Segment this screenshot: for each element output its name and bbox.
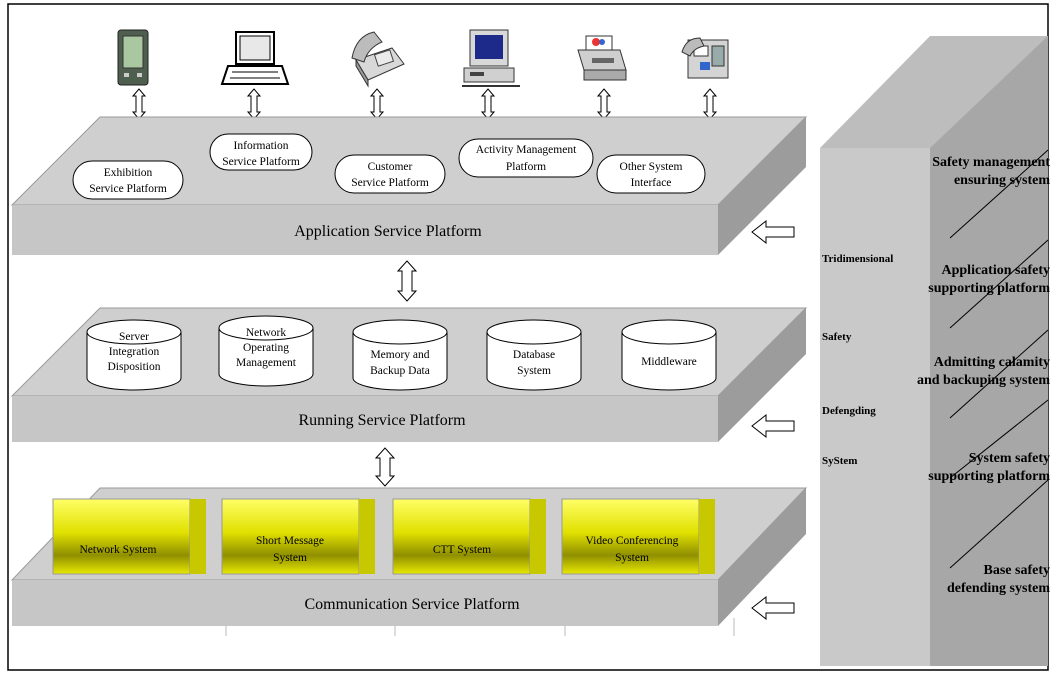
svg-text:Service Platform: Service Platform	[222, 156, 300, 168]
safety-layer-label: defending system	[947, 581, 1050, 596]
pda-icon	[117, 29, 149, 86]
application-platform-title: Application Service Platform	[294, 223, 482, 240]
wall-divider-line	[949, 149, 1049, 239]
svg-text:Customer: Customer	[368, 161, 413, 173]
safety-layer-label: ensuring system	[954, 173, 1050, 188]
service-bubble: Customer Service Platform	[334, 154, 446, 194]
svg-text:Database: Database	[513, 349, 555, 361]
svg-text:Disposition: Disposition	[107, 361, 160, 373]
svg-text:CTT System: CTT System	[433, 544, 491, 556]
svg-text:Memory and: Memory and	[370, 349, 429, 361]
wall-divider-line	[949, 239, 1049, 329]
system-box: Network System	[52, 498, 206, 575]
device-connector-arrows	[131, 88, 718, 120]
safety-layer-label: Application safety	[942, 263, 1051, 278]
svg-text:Network: Network	[246, 327, 286, 339]
database-cylinder: Server Integration Disposition	[86, 319, 182, 391]
telephone-icon	[351, 31, 405, 88]
svg-text:Video Conferencing: Video Conferencing	[586, 535, 679, 547]
running-platform-title: Running Service Platform	[298, 412, 466, 429]
svg-text:Service Platform: Service Platform	[89, 183, 167, 195]
svg-text:Short Message: Short Message	[256, 535, 324, 547]
svg-text:Interface: Interface	[631, 177, 672, 189]
safety-wall: Tridimensional Safety Defengding SyStem …	[820, 36, 1050, 666]
wall-divider-line	[949, 479, 1049, 569]
svg-text:System: System	[615, 552, 649, 564]
safety-layer-label: Base safety	[984, 563, 1051, 578]
service-bubble: Other System Interface	[596, 154, 706, 194]
svg-text:Integration: Integration	[109, 346, 160, 358]
wall-side-label: Defengding	[822, 405, 876, 417]
wall-divider-line	[949, 329, 1049, 419]
desktop-computer-icon	[462, 29, 520, 87]
svg-text:Middleware: Middleware	[641, 356, 697, 368]
communication-service-platform: Communication Service Platform Network S…	[10, 487, 808, 636]
running-service-platform: Running Service Platform Server Integrat…	[10, 307, 808, 442]
svg-text:Backup Data: Backup Data	[370, 365, 430, 377]
laptop-icon	[220, 31, 290, 85]
safety-layer-label: Safety management	[932, 155, 1050, 170]
wall-to-platform-arrow	[751, 595, 795, 621]
database-cylinder: Network Operating Management	[218, 315, 314, 387]
svg-text:Server: Server	[119, 331, 149, 343]
fax-machine-icon	[681, 37, 729, 79]
svg-text:Information: Information	[234, 140, 289, 152]
svg-text:System: System	[273, 552, 307, 564]
platform-link-arrow	[396, 260, 418, 302]
svg-text:Management: Management	[236, 357, 297, 369]
wall-divider-line	[949, 399, 1049, 479]
svg-text:Platform: Platform	[506, 161, 546, 173]
safety-layer-label: supporting platform	[928, 469, 1050, 484]
database-cylinder: Database System	[486, 319, 582, 391]
wall-to-platform-arrow	[751, 413, 795, 439]
svg-text:Operating: Operating	[243, 342, 289, 354]
wall-front-face	[820, 148, 930, 666]
wall-to-platform-arrow	[751, 219, 795, 245]
wall-side-label: Safety	[822, 331, 852, 343]
svg-text:Network System: Network System	[80, 544, 157, 556]
system-box: CTT System	[392, 498, 546, 575]
safety-layer-label: supporting platform	[928, 281, 1050, 296]
platform-link-arrow	[374, 447, 396, 487]
application-service-platform: Application Service Platform Exhibition …	[10, 116, 808, 255]
communication-platform-title: Communication Service Platform	[304, 596, 520, 613]
wall-side-label: SyStem	[822, 455, 857, 467]
svg-text:Other System: Other System	[620, 161, 683, 173]
database-cylinder: Middleware	[621, 319, 717, 391]
system-box: Video Conferencing System	[561, 498, 715, 575]
safety-layer-label: and backuping system	[917, 373, 1050, 388]
svg-text:System: System	[517, 365, 551, 377]
system-box: Short Message System	[221, 498, 375, 575]
wall-side-face	[930, 36, 1048, 666]
service-bubble: Information Service Platform	[209, 133, 313, 171]
svg-text:Exhibition: Exhibition	[104, 167, 153, 179]
safety-layer-label: Admitting calamity	[934, 355, 1050, 370]
printer-icon	[577, 35, 627, 81]
service-bubble: Activity Management Platform	[458, 138, 594, 178]
database-cylinder: Memory and Backup Data	[352, 319, 448, 391]
svg-text:Activity Management: Activity Management	[476, 144, 577, 156]
svg-text:Service Platform: Service Platform	[351, 177, 429, 189]
safety-layer-label: System safety	[969, 451, 1050, 466]
service-bubble: Exhibition Service Platform	[72, 160, 184, 200]
wall-side-label: Tridimensional	[822, 253, 893, 265]
